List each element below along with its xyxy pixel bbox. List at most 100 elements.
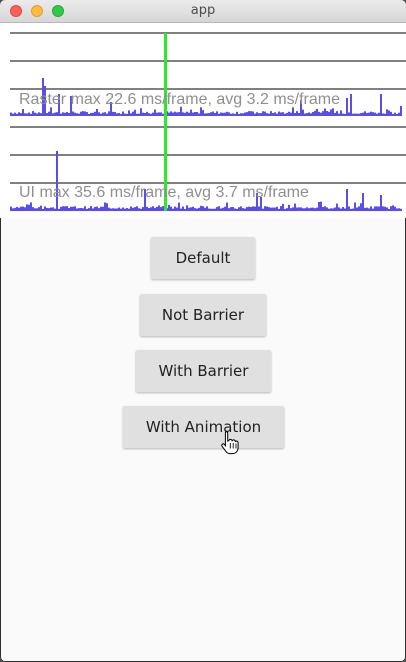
raster-frame-bar	[386, 109, 388, 116]
raster-frame-bar	[258, 113, 260, 116]
raster-frame-bar	[130, 113, 132, 116]
ui-frame-bar	[38, 207, 40, 211]
raster-frame-bar	[314, 110, 316, 116]
raster-frame-bar	[62, 112, 64, 116]
ui-frame-bar	[84, 206, 86, 211]
ui-frame-bar	[34, 208, 36, 211]
ui-frame-bar	[288, 204, 290, 211]
raster-frame-bar	[200, 107, 202, 116]
ui-frame-bar	[220, 208, 222, 211]
ui-frame-bar	[168, 204, 170, 211]
default-button[interactable]: Default	[151, 237, 255, 279]
raster-frame-bar	[20, 113, 22, 116]
raster-frame-bar	[162, 113, 164, 116]
raster-frame-bar	[160, 112, 162, 116]
ui-frame-bar	[106, 203, 108, 211]
raster-frame-bar	[108, 111, 110, 116]
close-window-icon[interactable]	[10, 5, 22, 17]
ui-frame-bar	[274, 207, 276, 211]
ui-frame-bar	[276, 206, 278, 211]
ui-frame-bar	[24, 207, 26, 211]
raster-frame-bar	[360, 113, 362, 116]
raster-frame-bar	[268, 113, 270, 116]
raster-frame-bar	[72, 111, 74, 116]
ui-frame-bar	[16, 206, 18, 211]
ui-frame-bar	[118, 207, 120, 211]
raster-frame-bar	[354, 113, 356, 116]
ui-frame-bar	[156, 206, 158, 211]
ui-frame-bar	[262, 208, 264, 211]
raster-frame-bar	[396, 113, 398, 116]
raster-frame-bar	[324, 108, 326, 116]
ui-frame-bar	[14, 207, 16, 211]
ui-frame-bar	[240, 206, 242, 211]
zoom-window-icon[interactable]	[52, 5, 64, 17]
minimize-window-icon[interactable]	[31, 5, 43, 17]
raster-frame-bar	[202, 110, 204, 116]
ui-frame-bar	[134, 207, 136, 211]
ui-frame-bar	[234, 208, 236, 211]
raster-frame-bar	[152, 112, 154, 116]
ui-frame-bar	[314, 208, 316, 211]
raster-frame-bar	[322, 111, 324, 116]
raster-frame-bar	[36, 113, 38, 116]
ui-frame-bar	[268, 207, 270, 211]
raster-frame-bar	[216, 111, 218, 116]
raster-frame-bar	[272, 112, 274, 116]
raster-frame-bar	[220, 112, 222, 116]
with-animation-button[interactable]: With Animation	[123, 406, 284, 448]
ui-frame-bar	[90, 206, 92, 211]
raster-frame-bar	[180, 106, 182, 116]
raster-frame-bar	[120, 113, 122, 116]
raster-frame-bar	[170, 111, 172, 116]
raster-frame-bar	[118, 113, 120, 116]
ui-frame-bar	[48, 208, 50, 211]
ui-frame-bar	[302, 208, 304, 211]
raster-frame-bar	[276, 113, 278, 116]
ui-frame-bar	[334, 207, 336, 211]
ui-frame-bar	[68, 208, 70, 211]
raster-frame-bar	[266, 113, 268, 116]
raster-frame-bar	[66, 112, 68, 116]
raster-frame-bar	[282, 112, 284, 116]
raster-frame-bar	[154, 109, 156, 116]
ui-frame-bar	[100, 206, 102, 211]
raster-frame-bar	[370, 111, 372, 116]
title-bar: app	[0, 0, 406, 23]
ui-frame-bar	[260, 197, 262, 211]
ui-frame-bar	[280, 206, 282, 211]
ui-frame-bar	[200, 205, 202, 211]
ui-frame-bar	[328, 208, 330, 211]
with-barrier-button[interactable]: With Barrier	[136, 350, 271, 392]
raster-frame-bar	[88, 113, 90, 116]
raster-frame-bar	[110, 102, 112, 116]
raster-frame-bar	[142, 112, 144, 116]
raster-frame-bar	[260, 113, 262, 116]
ui-frame-bar	[400, 208, 402, 211]
raster-frame-bar	[242, 113, 244, 116]
raster-frame-bar	[26, 113, 28, 116]
ui-frame-bar	[306, 207, 308, 211]
raster-frame-bar	[286, 112, 288, 116]
raster-frame-bar	[102, 112, 104, 116]
raster-frame-bar	[400, 105, 402, 116]
raster-frame-bar	[90, 112, 92, 116]
ui-frame-bar	[254, 206, 256, 211]
ui-frame-bar	[44, 206, 46, 211]
raster-frame-bar	[296, 111, 298, 116]
raster-frame-bar	[270, 111, 272, 116]
ui-frame-bar	[238, 207, 240, 211]
ui-frame-bar	[18, 207, 20, 211]
raster-frame-bar	[210, 112, 212, 116]
raster-frame-bar	[178, 112, 180, 116]
raster-frame-bar	[80, 111, 82, 116]
ui-frame-bar	[124, 208, 126, 211]
ui-frame-bar	[338, 207, 340, 211]
ui-frame-bar	[86, 208, 88, 211]
not-barrier-button[interactable]: Not Barrier	[140, 294, 266, 336]
raster-frame-bar	[54, 112, 56, 116]
ui-frame-bar	[312, 207, 314, 211]
raster-frame-bar	[126, 113, 128, 116]
raster-frame-bar	[294, 112, 296, 116]
ui-frame-bar	[80, 207, 82, 211]
